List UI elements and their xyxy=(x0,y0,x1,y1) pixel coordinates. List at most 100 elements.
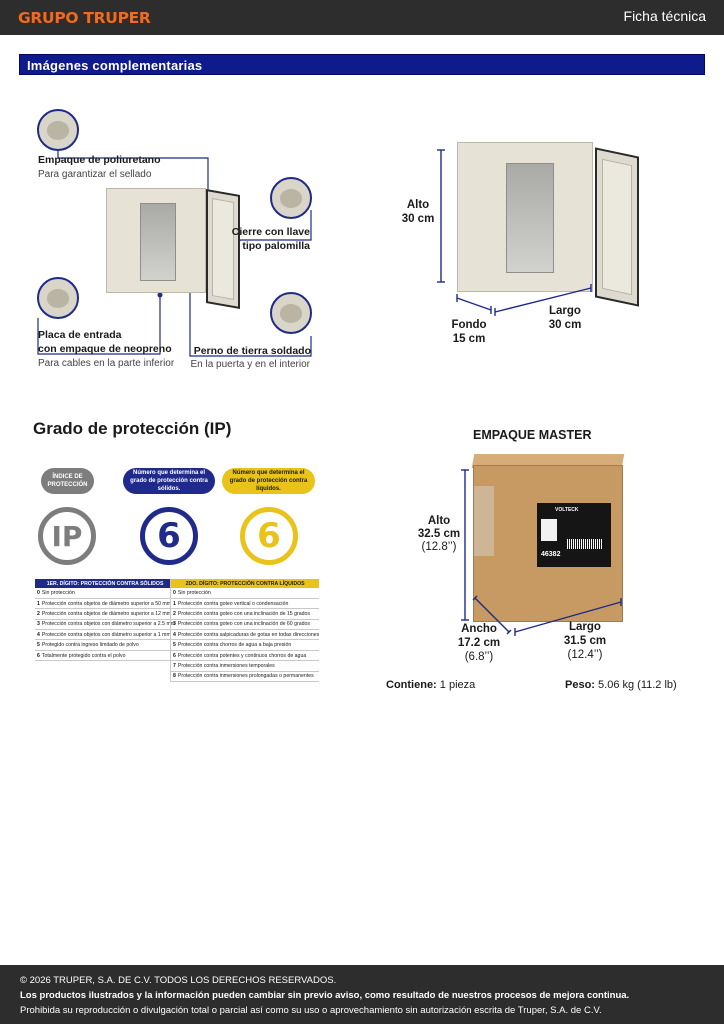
row-text: Protección contra goteo con una inclinac… xyxy=(177,610,310,617)
row-digit: 7 xyxy=(173,662,176,669)
dimension-lines xyxy=(437,149,592,316)
row-digit: 0 xyxy=(173,589,176,596)
footer-copyright: © 2026 TRUPER, S.A. DE C.V. TODOS LOS DE… xyxy=(20,975,337,986)
master-ancho-value: 17.2 cm xyxy=(457,637,501,649)
solids-table-header: 1ER. DÍGITO: PROTECCIÓN CONTRA SÓLIDOS xyxy=(35,579,176,588)
row-digit: 4 xyxy=(37,631,40,638)
row-digit: 2 xyxy=(37,610,40,617)
row-text: Totalmente protegido contra el polvo xyxy=(41,652,126,659)
pill-index: ÍNDICE DE PROTECCIÓN xyxy=(41,468,94,494)
feature-plate-subtitle: Para cables en la parte inferior xyxy=(38,358,175,369)
dim-largo-label: Largo xyxy=(549,305,581,317)
row-digit: 6 xyxy=(173,652,176,659)
feature-bolt-title: Perno de tierra soldado xyxy=(193,345,311,357)
cable-plate-detail-icon xyxy=(37,277,79,319)
footer-disclaimer: Los productos ilustrados y la informació… xyxy=(20,990,630,1001)
ip-section-title: Grado de protección (IP) xyxy=(33,419,232,438)
cabinet-small-image xyxy=(106,188,206,293)
dim-largo-value: 30 cm xyxy=(548,319,582,331)
row-text: Protección contra inmersiones prolongada… xyxy=(177,673,314,680)
cabinet-large-image xyxy=(457,142,593,292)
liquids-table-header: 2DO. DÍGITO: PROTECCIÓN CONTRA LÍQUIDOS xyxy=(170,579,320,588)
row-digit: 3 xyxy=(37,621,40,628)
gasket-detail-icon xyxy=(37,109,79,151)
row-text: Sin protección xyxy=(41,589,75,596)
dim-fondo-value: 15 cm xyxy=(452,333,486,345)
row-digit: 8 xyxy=(173,673,176,680)
row-text: Protección contra goteo vertical o conde… xyxy=(177,600,289,607)
master-ancho-inches: (6.8’’) xyxy=(464,651,494,663)
row-digit: 4 xyxy=(173,631,176,638)
row-text: Sin protección xyxy=(177,589,211,596)
table-cell: 5 Protegido contra ingreso limitado de po… xyxy=(35,639,176,651)
solids-table: 1ER. DÍGITO: PROTECCIÓN CONTRA SÓLIDOS 0… xyxy=(35,579,176,662)
master-alto-value: 32.5 cm xyxy=(417,528,461,540)
row-text: Protección contra salpicaduras de gotas … xyxy=(177,631,320,638)
row-digit: 0 xyxy=(37,589,40,596)
liquids-digit-badge: 6 xyxy=(240,507,298,565)
dimension-diagram: Alto 30 cm Largo 30 cm Fondo 15 cm xyxy=(395,130,655,355)
row-digit: 1 xyxy=(37,600,40,607)
weight-value: 5.06 kg (11.2 lb) xyxy=(598,679,677,691)
contains-info: Contiene: 1 pieza xyxy=(386,679,475,691)
row-text: Protección contra objetos con diámetro s… xyxy=(41,621,176,628)
feature-bolt-subtitle: En la puerta y en el interior xyxy=(190,359,310,370)
master-largo-label: Largo xyxy=(569,621,601,633)
box-label: VOLTECK 46382 xyxy=(537,503,611,567)
row-digit: 6 xyxy=(37,652,40,659)
ground-bolt-detail-icon xyxy=(270,292,312,334)
solids-digit-badge: 6 xyxy=(140,507,198,565)
feature-lock-title-2: tipo palomilla xyxy=(242,240,310,252)
master-ancho-label: Ancho xyxy=(461,623,497,635)
footer-prohibition: Prohibida su reproducción o divulgación … xyxy=(20,1005,602,1016)
row-digit: 1 xyxy=(173,600,176,607)
row-text: Protección contra inmersiones temporales xyxy=(177,662,275,669)
cabinet-small-door xyxy=(206,189,240,309)
dim-fondo-label: Fondo xyxy=(451,319,487,331)
box-dimension-lines xyxy=(461,469,622,636)
box-code: 46382 xyxy=(541,551,561,558)
feature-plate-title-2: con empaque de neopreno xyxy=(38,343,172,355)
master-alto-inches: (12.8’’) xyxy=(421,541,457,553)
dim-alto-value: 30 cm xyxy=(401,213,435,225)
lock-detail-icon xyxy=(270,177,312,219)
section-title: Imágenes complementarias xyxy=(27,58,203,73)
weight-info: Peso: 5.06 kg (11.2 lb) xyxy=(565,679,677,691)
page-header: GRUPO TRUPER Ficha técnica xyxy=(0,0,724,35)
document-type: Ficha técnica xyxy=(623,8,706,24)
row-text: Protección contra objetos con diámetro s… xyxy=(41,631,171,638)
row-text: Protección contra chorros de agua a baja… xyxy=(177,642,292,649)
row-text: Protegido contra ingreso limitado de pol… xyxy=(41,642,139,649)
row-text: Protección contra objetos de diámetro su… xyxy=(41,600,172,607)
row-text: Protección contra goteo con una inclinac… xyxy=(177,621,310,628)
feature-lock-title: Cierre con llave xyxy=(231,226,310,238)
row-digit: 3 xyxy=(173,621,176,628)
row-text: Protección contra potentes y continuos c… xyxy=(177,652,307,659)
box-image: VOLTECK 46382 xyxy=(473,465,623,622)
pill-liquids: Número que determina el grado de protecc… xyxy=(222,468,315,494)
feature-plate-title: Placa de entrada xyxy=(38,329,122,341)
contains-label: Contiene: xyxy=(386,679,437,691)
row-digit: 5 xyxy=(173,642,176,649)
